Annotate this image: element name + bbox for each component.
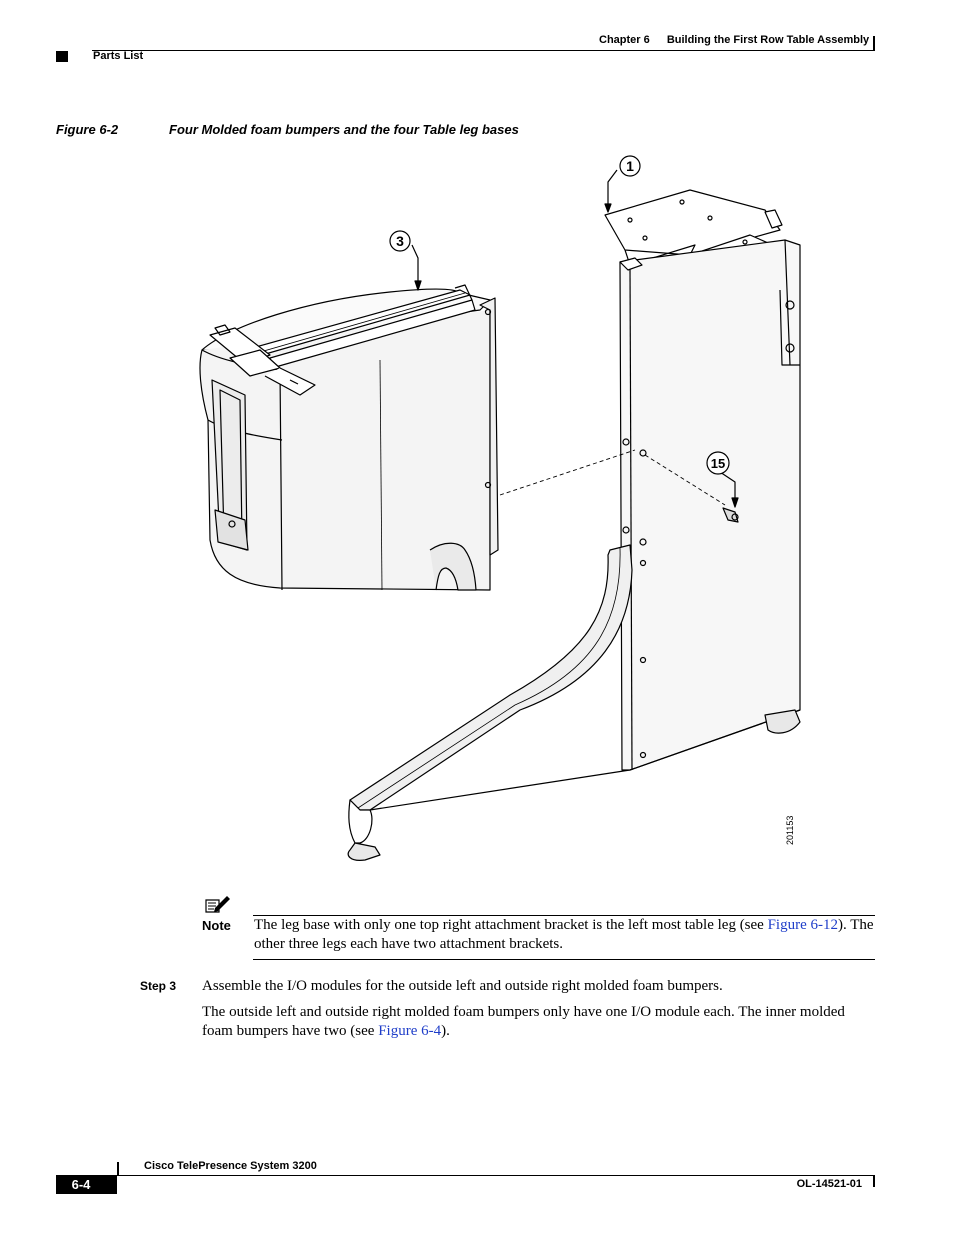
foam-bumper-drawing <box>199 284 499 591</box>
section-header: Parts List <box>93 50 144 62</box>
footer-page-box <box>56 1175 117 1194</box>
header-square-marker <box>56 51 68 62</box>
note-pencil-icon <box>205 896 230 913</box>
step-text: Assemble the I/O modules for the outside… <box>202 978 723 994</box>
note-label: Note <box>202 918 231 933</box>
footer-product-name: Cisco TelePresence System 3200 <box>144 1160 317 1172</box>
note-rule-top <box>253 915 875 916</box>
table-leg-base-drawing <box>347 189 801 861</box>
step-figure-link[interactable]: Figure 6-4 <box>378 1023 442 1039</box>
figure-title: Four Molded foam bumpers and the four Ta… <box>169 122 519 137</box>
figure-illustration: 1 3 15 201153 <box>199 155 801 861</box>
screw-drawing <box>722 507 739 523</box>
step-paragraph: The outside left and outside right molde… <box>202 1003 875 1041</box>
callout-3: 3 <box>389 230 411 252</box>
header-rule <box>92 50 875 51</box>
page-number: 6-4 <box>71 1177 91 1192</box>
footer-tick-left <box>117 1162 119 1176</box>
callout-15: 15 <box>706 451 730 475</box>
note-text-before-link: The leg base with only one top right att… <box>254 917 768 933</box>
chapter-label: Chapter 6 <box>599 34 650 46</box>
chapter-title: Building the First Row Table Assembly <box>666 34 870 46</box>
footer-rule <box>117 1175 875 1176</box>
note-text: The leg base with only one top right att… <box>254 916 874 954</box>
callout-1: 1 <box>619 155 641 177</box>
step-para-before-link: The outside left and outside right molde… <box>202 1004 845 1039</box>
note-rule-bottom <box>253 959 875 960</box>
note-text-after-link: ). The other three legs each have two at… <box>254 917 874 952</box>
callout-label-3: 3 <box>396 233 404 249</box>
step-para-after-link: ). <box>441 1023 450 1039</box>
art-id: 201153 <box>785 816 795 845</box>
note-figure-link[interactable]: Figure 6-12 <box>767 917 839 933</box>
step-label: Step 3 <box>140 979 177 993</box>
callout-label-15: 15 <box>711 456 725 471</box>
figure-number: Figure 6-2 <box>56 122 119 137</box>
running-header: Chapter 6 Building the First Row Table A… <box>599 34 869 46</box>
callout-label-1: 1 <box>626 158 634 174</box>
document-number: OL-14521-01 <box>796 1178 862 1190</box>
header-tick-mark <box>873 36 875 51</box>
footer-tick-right <box>873 1175 875 1187</box>
